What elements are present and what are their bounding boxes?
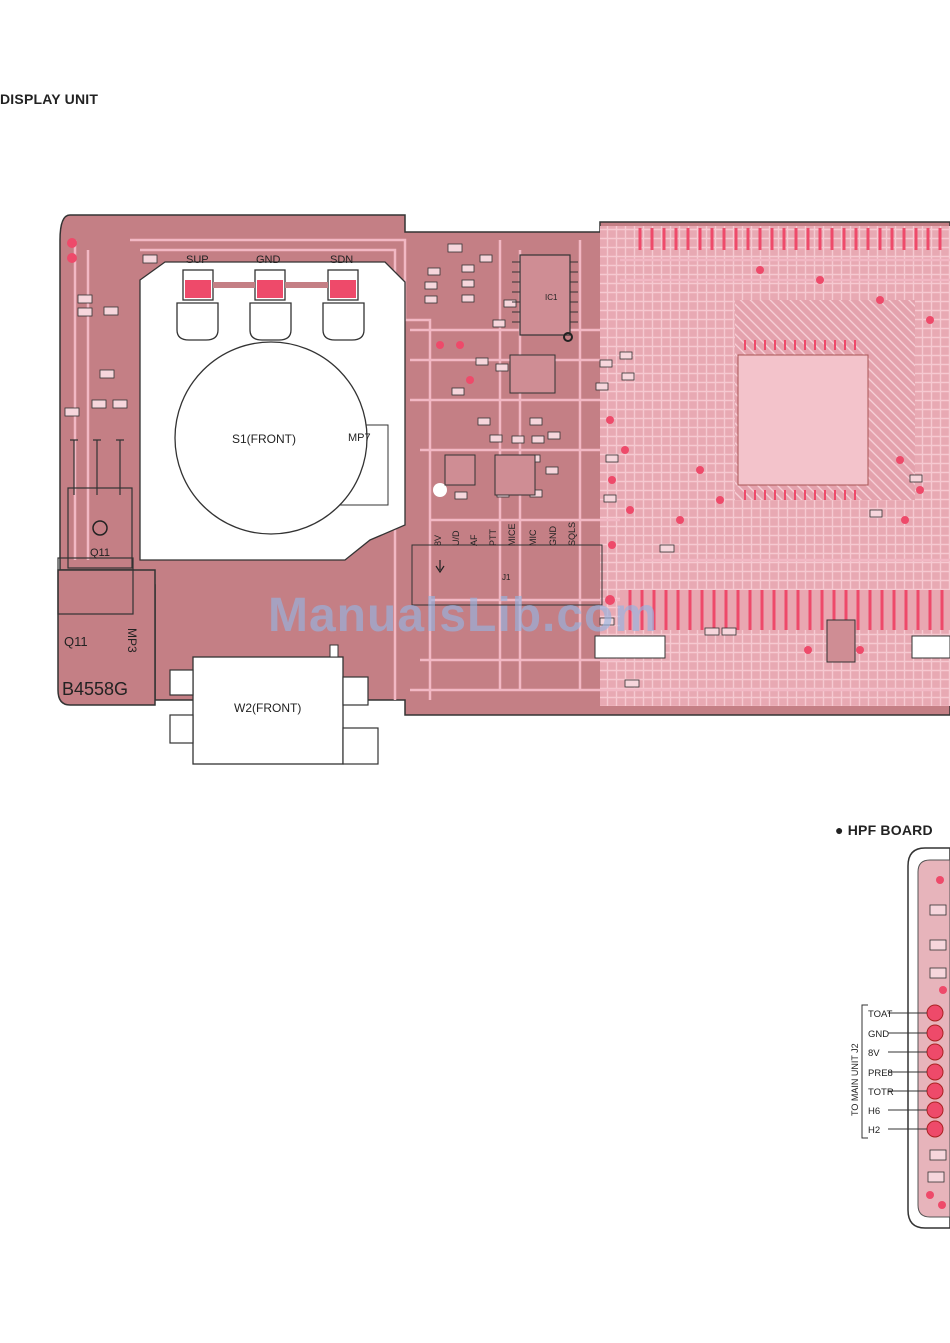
- q11-label: Q11: [90, 547, 110, 559]
- hpf-pin-h2: H2: [868, 1125, 880, 1136]
- hpf-pin-8v: 8V: [868, 1048, 880, 1059]
- j1-pin-mice: MICE: [507, 524, 517, 547]
- j1-pin-gnd: GND: [548, 526, 558, 547]
- mp3-silk-label: MP3: [125, 628, 139, 653]
- j1-pin-af: AF: [469, 534, 479, 546]
- pad-sdn-label: SDN: [330, 254, 353, 266]
- hpf-pin-toat: TOAT: [868, 1009, 893, 1020]
- connector-w2-label: W2(FRONT): [234, 701, 301, 715]
- hpf-pin-pre8: PRE8: [868, 1068, 893, 1079]
- pad-gnd-label: GND: [256, 254, 281, 266]
- pad-sup-label: SUP: [186, 254, 209, 266]
- q11-silk-label: Q11: [64, 634, 88, 649]
- j1-pin-ud: U/D: [451, 530, 461, 546]
- hpf-pin-totr: TOTR: [868, 1087, 894, 1098]
- j1-label: J1: [502, 573, 511, 582]
- mp7-label: MP7: [348, 432, 371, 444]
- display-unit-board: IC1 Q11 Q11 MP3 B4558G SUP: [58, 215, 950, 715]
- hpf-board: TOAT GND 8V PRE8 TOTR H6 H2 TO MAIN UNIT…: [850, 848, 950, 1228]
- ic1-label: IC1: [545, 293, 558, 302]
- board-code-label: B4558G: [62, 679, 128, 699]
- hpf-pin-h6: H6: [868, 1106, 880, 1117]
- hpf-connector-label: TO MAIN UNIT J2: [850, 1043, 860, 1116]
- switch-s1-label: S1(FRONT): [232, 432, 296, 446]
- j1-pin-8v: 8V: [433, 535, 443, 546]
- hpf-pin-gnd: GND: [868, 1029, 889, 1040]
- j1-pin-ptt: PTT: [488, 528, 498, 546]
- j1-pin-mic: MIC: [528, 529, 538, 546]
- j1-pin-sqls: SQLS: [567, 522, 577, 546]
